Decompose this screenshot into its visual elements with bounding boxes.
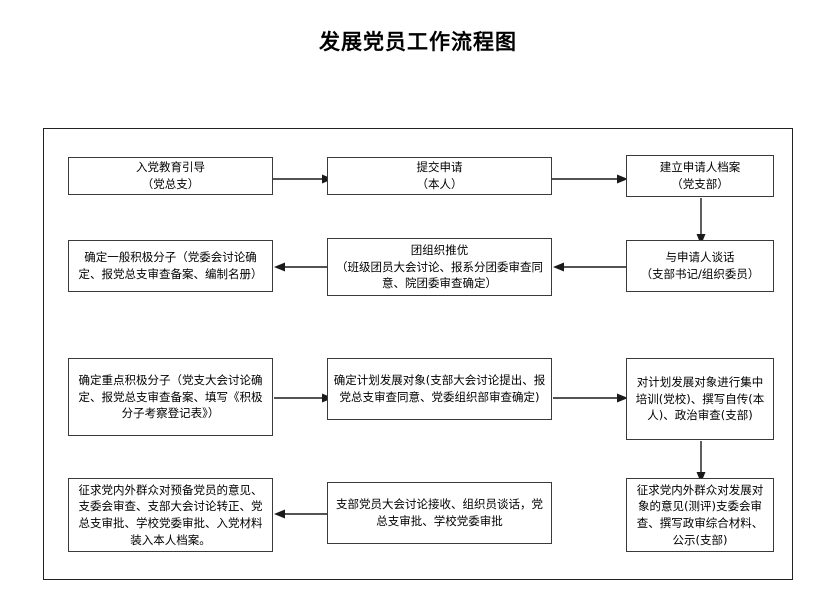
node-line-1: 与申请人谈话 xyxy=(665,250,735,265)
node-line-2: （支部书记/组织委员） xyxy=(640,267,760,281)
flow-node-zheng-qiu-yi-jian-yu-bei-dang-yuan[interactable]: 征求党内外群众对预备党员的意见、支委会审查、支部大会讨论转正、党总支审批、学校党… xyxy=(68,478,273,552)
node-line-1: 支部党员大会讨论接收、组织员谈话，党总支审批、学校党委审批 xyxy=(336,497,543,528)
flow-node-ti-jiao-shen-qing[interactable]: 提交申请 （本人） xyxy=(327,157,552,195)
edge-n9-n10 xyxy=(696,441,706,483)
node-line-1: 确定计划发展对象(支部大会讨论提出、报党总支审查同意、党委组织部审查确定) xyxy=(333,373,546,404)
flow-node-jian-li-shen-qing-ren-dang-an[interactable]: 建立申请人档案 （党支部） xyxy=(626,155,774,197)
node-line-1: 提交申请 xyxy=(416,160,463,175)
flow-node-que-ding-zhong-dian-ji-ji-fen-zi[interactable]: 确定重点积极分子（党支大会讨论确定、报党总支审查备案、填写《积极分子考察登记表》… xyxy=(68,358,273,436)
node-line-1: 入党教育引导 xyxy=(136,160,205,175)
node-line-1: 征求党内外群众对发展对象的意见(测评)支委会审查、撰写政审综合材料、公示(支部) xyxy=(636,482,764,547)
node-line-1: 团组织推优 xyxy=(410,242,469,257)
flow-node-zhi-bu-dang-yuan-da-hui-tao-lun-jie-shou[interactable]: 支部党员大会讨论接收、组织员谈话，党总支审批、学校党委审批 xyxy=(327,482,552,544)
page-title: 发展党员工作流程图 xyxy=(319,30,517,54)
edge-n5-n6 xyxy=(274,262,328,272)
node-line-2: （党支部） xyxy=(671,177,729,191)
flow-node-que-ding-ji-hua-fa-zhan-dui-xiang[interactable]: 确定计划发展对象(支部大会讨论提出、报党总支审查同意、党委组织部审查确定) xyxy=(327,358,552,420)
edge-n2-n3 xyxy=(552,174,628,184)
node-line-1: 建立申请人档案 xyxy=(659,160,741,175)
flow-node-ru-dang-jiao-yu-yin-dao[interactable]: 入党教育引导 （党总支） xyxy=(68,157,273,195)
node-line-2: （本人） xyxy=(416,177,463,191)
node-line-1: 确定一般积极分子（党委会讨论确定、报党总支审查备案、编制名册） xyxy=(78,250,263,281)
edge-n11-n12 xyxy=(274,509,328,519)
node-line-1: 确定重点积极分子（党支大会讨论确定、报党总支审查备案、填写《积极分子考察登记表》… xyxy=(78,372,263,421)
flow-node-zheng-qiu-yi-jian-fa-zhan-dui-xiang[interactable]: 征求党内外群众对发展对象的意见(测评)支委会审查、撰写政审综合材料、公示(支部) xyxy=(626,478,774,552)
flow-node-tuan-zu-zhi-tui-you[interactable]: 团组织推优 （班级团员大会讨论、报系分团委审查同意、院团委审查确定） xyxy=(327,238,552,296)
node-line-2: （党总支） xyxy=(141,177,200,191)
edge-n7-n8 xyxy=(274,393,333,403)
edge-n1-n2 xyxy=(273,174,333,184)
flow-node-que-ding-yi-ban-ji-ji-fen-zi[interactable]: 确定一般积极分子（党委会讨论确定、报党总支审查备案、编制名册） xyxy=(68,240,273,292)
flow-node-ji-zhong-pei-xun[interactable]: 对计划发展对象进行集中培训(党校)、撰写自传(本人)、政治审查(支部) xyxy=(626,358,774,440)
edge-n4-n5 xyxy=(553,262,627,272)
node-line-2: （班级团员大会讨论、报系分团委审查同意、院团委审查确定） xyxy=(336,259,543,291)
edge-n8-n9 xyxy=(553,393,628,403)
node-line-1: 对计划发展对象进行集中培训(党校)、撰写自传(本人)、政治审查(支部) xyxy=(635,374,765,423)
edge-n3-n4 xyxy=(696,198,706,245)
node-line-1: 征求党内外群众对预备党员的意见、支委会审查、支部大会讨论转正、党总支审批、学校党… xyxy=(78,482,263,547)
flow-node-yu-shen-qing-ren-tan-hua[interactable]: 与申请人谈话 （支部书记/组织委员） xyxy=(626,240,774,292)
